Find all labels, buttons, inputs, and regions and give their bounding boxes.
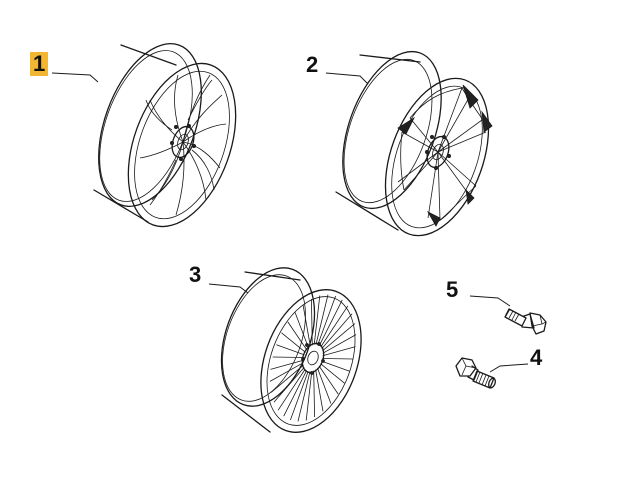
- wheel-3-spoke: [269, 362, 304, 382]
- callout-3[interactable]: 3: [189, 262, 202, 287]
- wheel-3-spoke: [313, 370, 315, 418]
- wheel-3-spoke: [321, 313, 353, 350]
- wheel-3-spoke: [302, 304, 311, 347]
- wheel-3-spoke: [287, 321, 308, 351]
- wheel-3-spoke: [317, 295, 336, 345]
- wheel-3-spoke: [318, 365, 339, 395]
- wheel-3-spoke: [281, 332, 306, 353]
- wheel-3-spoke: [311, 298, 313, 346]
- wheel-3-spoke: [317, 367, 332, 404]
- wheel-3-spoke: [322, 334, 357, 354]
- wheel-3-spoke: [283, 370, 308, 417]
- wheel-3-spoke: [313, 295, 321, 345]
- wheel-3-spoke: [315, 369, 324, 412]
- wheel-3-spoke: [320, 305, 349, 348]
- wheel-3-spoke: [320, 363, 345, 384]
- wheel-3-spoke: [315, 294, 329, 345]
- wheel-3-spoke: [322, 323, 356, 352]
- wheel-3-spoke: [272, 356, 304, 358]
- callout-5[interactable]: 5: [446, 277, 459, 302]
- wheel-3-spoke: [322, 346, 356, 357]
- wheel-3-spoke: [273, 366, 305, 403]
- wheel-2[interactable]: [324, 38, 509, 250]
- wheel-3-spoke: [276, 344, 305, 356]
- wheel-3-spoke: [297, 371, 311, 422]
- wheel-3-spoke: [290, 371, 309, 421]
- callout-2[interactable]: 2: [306, 52, 319, 77]
- wheel-3[interactable]: [204, 255, 380, 446]
- wheel-3-spokes: [269, 294, 357, 422]
- callout-1[interactable]: 1: [30, 52, 49, 76]
- callout-4[interactable]: 4: [530, 345, 543, 370]
- wheel-3-spoke: [270, 364, 304, 393]
- bolt-4[interactable]: [455, 357, 529, 389]
- wheel-3-spoke: [321, 360, 350, 372]
- wheel-3-spoke: [270, 359, 304, 370]
- wheel-3-spoke: [305, 371, 313, 421]
- bolt-5[interactable]: [469, 295, 547, 335]
- wheel-3-spoke: [277, 368, 306, 411]
- wheel-3-spoke: [322, 358, 354, 360]
- wheel-1[interactable]: [51, 30, 256, 242]
- wheel-3-spoke: [318, 299, 343, 346]
- wheel-3-spoke: [294, 312, 309, 349]
